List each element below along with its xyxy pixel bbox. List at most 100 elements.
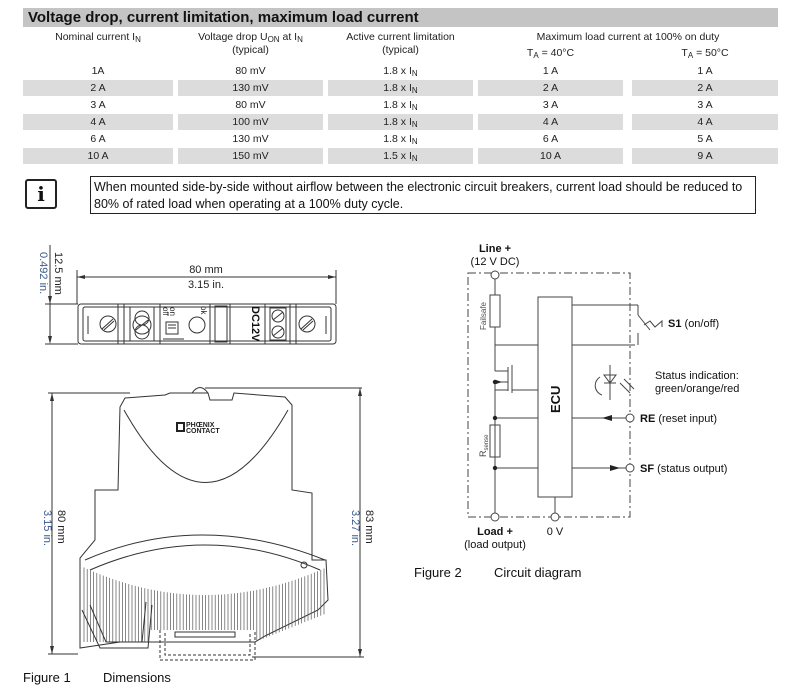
note-box: When mounted side-by-side without airflo… — [90, 176, 756, 214]
cell-limit: 1.8 x IN — [328, 63, 473, 79]
zero-v-terminal — [550, 512, 560, 522]
header-text: Active current limitation — [346, 31, 455, 43]
brand-line2: CONTACT — [186, 428, 220, 435]
cell-value: 1A — [91, 65, 105, 77]
cell-value: 3 A — [542, 99, 559, 111]
load-plus-terminal — [490, 512, 500, 522]
enclosure-boundary — [467, 272, 631, 518]
cell-value: 9 A — [697, 150, 713, 162]
sf-rest: (status output) — [654, 463, 727, 475]
cell-value: 4 A — [542, 116, 559, 128]
switch-on-label: on — [168, 307, 177, 316]
depth-in-label: 0.492 in. — [37, 252, 49, 294]
height-mm-label: 80 mm — [55, 510, 67, 544]
rsense-label: Rsense — [478, 434, 490, 457]
sf-bold: SF — [640, 463, 654, 475]
header-max-load-current: Maximum load current at 100% on duty — [478, 31, 778, 44]
figure2-title: Circuit diagram — [494, 565, 582, 580]
width-mm-label: 80 mm — [189, 264, 223, 276]
cell-value: 4 A — [90, 116, 106, 128]
header-sub: A — [533, 51, 539, 60]
brand-line1: PHŒNIX — [186, 422, 215, 429]
cell-limit: 1.8 x IN — [328, 114, 473, 130]
figure1-side-view: PHŒNIX CONTACT 80 mm 3.15 in. 83 mm 3.27… — [41, 387, 375, 661]
header-text: (typical) — [232, 44, 269, 56]
figure1-title: Dimensions — [103, 670, 171, 685]
cell-ta40: 3 A — [478, 97, 623, 113]
cell-ta40: 2 A — [478, 80, 623, 96]
cell-voltage-drop: 100 mV — [178, 114, 323, 130]
cell-sub: N — [411, 103, 418, 112]
cell-nominal: 10 A — [23, 148, 173, 164]
header-text: = 50°C — [693, 47, 729, 59]
status-line2: green/orange/red — [655, 383, 739, 395]
cell-value: 10 A — [87, 150, 109, 162]
cell-voltage-drop: 130 mV — [178, 80, 323, 96]
s1-label: S1 (on/off) — [668, 318, 719, 330]
cell-nominal: 6 A — [23, 131, 173, 147]
figure1-top-view: 80 mm 3.15 in. 12.5 mm 0.492 in. on off … — [37, 245, 337, 345]
cell-value: 1 A — [542, 65, 559, 77]
failsafe-label: Failsafe — [479, 301, 488, 330]
cell-ta50: 9 A — [632, 148, 778, 164]
section-header: Voltage drop, current limitation, maximu… — [23, 8, 778, 27]
cell-value: 80 mV — [235, 99, 266, 111]
cell-sub: N — [411, 154, 418, 163]
led-indicator — [594, 376, 603, 396]
width-in-label: 3.15 in. — [188, 279, 224, 291]
note-text: When mounted side-by-side without airflo… — [94, 180, 743, 211]
ecu-label: ECU — [548, 386, 563, 413]
cell-ta50: 5 A — [632, 131, 778, 147]
cell-ta40: 10 A — [478, 148, 623, 164]
sf-terminal — [625, 463, 635, 473]
header-text: = 40°C — [538, 47, 575, 59]
rsense-sub: sense — [484, 434, 490, 451]
front-cover — [123, 409, 289, 483]
cell-voltage-drop: 150 mV — [178, 148, 323, 164]
height2-mm-label: 83 mm — [363, 510, 375, 544]
cell-limit: 1.5 x IN — [328, 148, 473, 164]
cell-sub: N — [411, 120, 418, 129]
cell-ta50: 3 A — [632, 97, 778, 113]
header-sub: N — [297, 35, 303, 44]
section-title: Voltage drop, current limitation, maximu… — [28, 9, 419, 26]
rsense-main: R — [478, 450, 488, 457]
cell-value: 10 A — [539, 150, 562, 162]
header-voltage-drop: Voltage drop UON at IN (typical) — [178, 31, 323, 57]
cell-value: 4 A — [697, 116, 713, 128]
re-label: RE (reset input) — [640, 413, 717, 425]
cell-ta40: 6 A — [478, 131, 623, 147]
re-bold: RE — [640, 413, 655, 425]
cell-value: 130 mV — [232, 133, 269, 145]
cell-value: 6 A — [542, 133, 559, 145]
switch-off-label: off — [161, 307, 170, 317]
cell-value: 2 A — [542, 82, 559, 94]
cell-value: 1.8 x I — [383, 133, 412, 145]
header-sub: ON — [267, 35, 280, 44]
cell-ta50: 4 A — [632, 114, 778, 130]
cell-sub: N — [411, 69, 418, 78]
re-rest: (reset input) — [655, 413, 717, 425]
cell-value: 6 A — [90, 133, 106, 145]
s1-bold: S1 — [668, 318, 681, 330]
header-ta-50: TA = 50°C — [632, 47, 778, 60]
header-ta-40: TA = 40°C — [478, 47, 623, 60]
line-plus-label: Line + — [479, 243, 511, 255]
cell-value: 1.8 x I — [383, 116, 412, 128]
cell-nominal: 3 A — [23, 97, 173, 113]
header-text: T — [681, 47, 688, 59]
device-model-label: DC12V — [249, 306, 261, 342]
cell-voltage-drop: 80 mV — [178, 97, 323, 113]
header-sub: A — [687, 51, 694, 60]
line-plus-terminal — [490, 270, 500, 280]
cell-value: 1.5 x I — [383, 150, 412, 162]
height-in-label: 3.15 in. — [41, 510, 53, 546]
zero-v-label: 0 V — [547, 526, 564, 538]
figure2-circuit-diagram: Line + (12 V DC) Failsafe ECU S1 (on/off… — [464, 243, 739, 551]
re-terminal — [625, 413, 635, 423]
figure1-number: Figure 1 — [23, 670, 71, 685]
